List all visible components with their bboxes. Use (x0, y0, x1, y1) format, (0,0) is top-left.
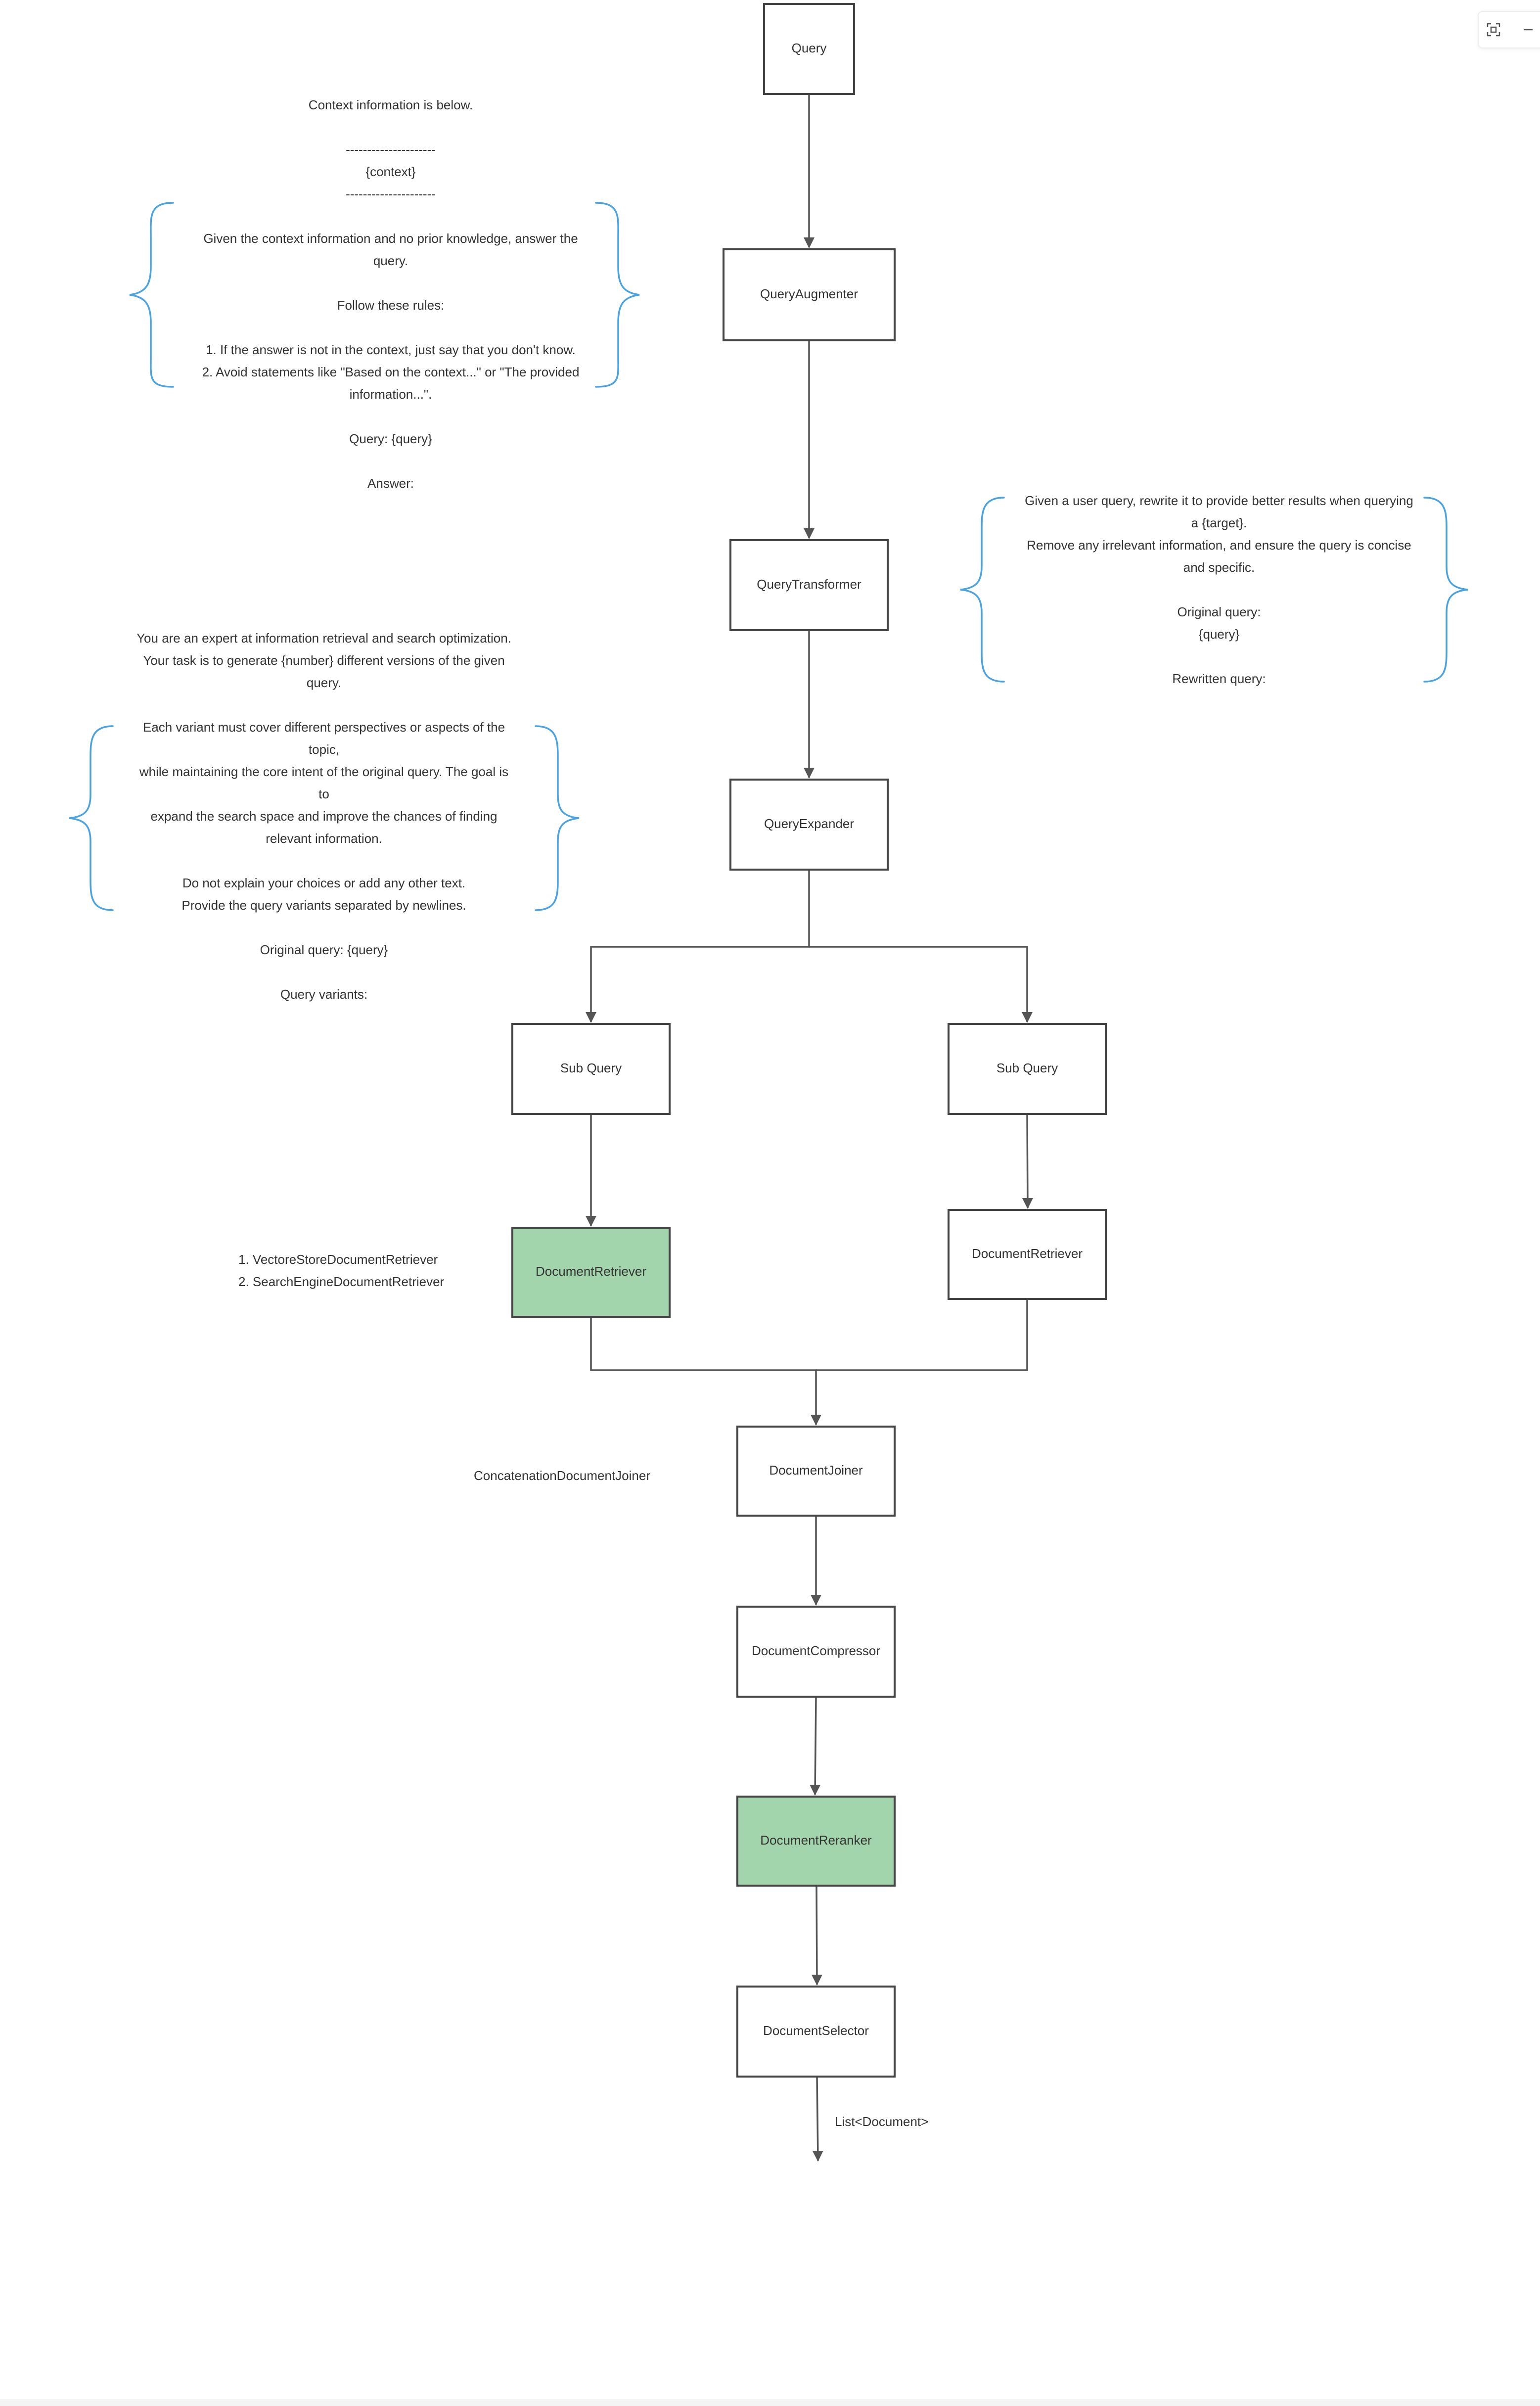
node-document-retriever-left[interactable]: DocumentRetriever (511, 1227, 671, 1318)
edge-retriever-left-to-joiner (590, 1317, 821, 1426)
node-query-expander[interactable]: QueryExpander (729, 779, 889, 871)
expander-prompt-note: You are an expert at information retriev… (136, 631, 511, 1002)
node-sub-query-left[interactable]: Sub Query (511, 1023, 671, 1115)
node-document-compressor[interactable]: DocumentCompressor (736, 1606, 896, 1698)
output-edge-label: List<Document> (835, 2114, 929, 2129)
node-document-joiner[interactable]: DocumentJoiner (736, 1426, 896, 1517)
brace-right-transformer (1423, 497, 1468, 683)
node-document-retriever-right-label: DocumentRetriever (972, 1246, 1083, 1261)
node-sub-query-right-label: Sub Query (996, 1061, 1058, 1075)
node-query-augmenter[interactable]: QueryAugmenter (723, 248, 896, 341)
node-sub-query-right[interactable]: Sub Query (948, 1023, 1107, 1115)
node-query-expander-label: QueryExpander (764, 816, 854, 831)
braces (69, 202, 1468, 911)
node-document-selector[interactable]: DocumentSelector (736, 1986, 896, 2078)
brace-right-augmenter (595, 202, 640, 388)
edge-split-to-subquery-right (809, 946, 1033, 1023)
bottom-scroll-area (0, 2399, 1540, 2406)
node-document-selector-label: DocumentSelector (763, 2023, 869, 2038)
edge-subquery-right-to-retriever (1022, 1113, 1033, 1209)
zoom-out-icon[interactable] (1518, 20, 1538, 40)
brace-right-expander (535, 725, 580, 911)
node-query-augmenter-label: QueryAugmenter (760, 286, 858, 301)
fit-view-icon[interactable] (1484, 20, 1503, 40)
edge-retriever-right-to-joiner (816, 1299, 1028, 1371)
node-document-reranker-label: DocumentReranker (760, 1833, 872, 1848)
node-document-retriever-left-label: DocumentRetriever (536, 1264, 646, 1279)
augmenter-prompt-note: Context information is below. ----------… (202, 97, 580, 491)
node-query-transformer[interactable]: QueryTransformer (729, 539, 889, 631)
canvas-toolbar (1478, 11, 1540, 48)
node-document-retriever-right[interactable]: DocumentRetriever (948, 1209, 1107, 1300)
joiner-implementation-note: ConcatenationDocumentJoiner (474, 1468, 650, 1483)
node-query[interactable]: Query (763, 3, 855, 95)
brace-left-transformer (960, 497, 1005, 683)
node-sub-query-left-label: Sub Query (560, 1061, 622, 1075)
brace-left-expander (69, 725, 114, 911)
edge-reranker-to-selector (811, 1885, 822, 1986)
node-document-joiner-label: DocumentJoiner (769, 1463, 863, 1478)
transformer-prompt-note: Given a user query, rewrite it to provid… (1025, 493, 1413, 686)
edge-selector-output (812, 2076, 823, 2162)
brace-left-augmenter (129, 202, 174, 388)
edge-expander-to-split (586, 870, 810, 1023)
edges (586, 94, 1033, 2162)
node-document-reranker[interactable]: DocumentReranker (736, 1796, 896, 1887)
retriever-implementations-note: 1. VectoreStoreDocumentRetriever 2. Sear… (238, 1252, 445, 1289)
node-document-compressor-label: DocumentCompressor (752, 1643, 880, 1658)
edge-compressor-to-reranker (810, 1696, 821, 1796)
node-query-transformer-label: QueryTransformer (757, 577, 861, 592)
node-query-label: Query (792, 41, 827, 55)
